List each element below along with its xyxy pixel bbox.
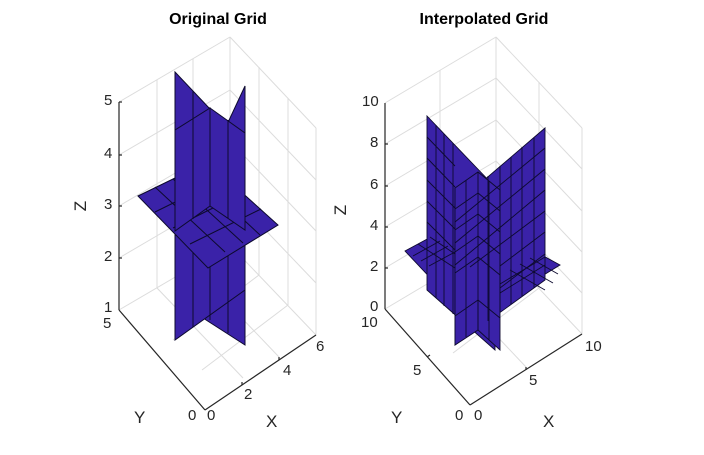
ztick: 4 — [104, 145, 113, 162]
ztick: 10 — [362, 93, 379, 110]
surface-interpolated — [404, 114, 561, 352]
ytick: 5 — [103, 315, 112, 332]
xtick: 5 — [529, 372, 538, 389]
ztick: 2 — [370, 258, 379, 275]
ytick: 10 — [361, 314, 378, 331]
xtick: 0 — [207, 407, 216, 424]
ztick: 0 — [370, 298, 379, 315]
ytick: 0 — [455, 407, 464, 424]
ztick: 1 — [104, 299, 113, 316]
xlabel-interpolated: X — [543, 412, 555, 431]
surface-original — [137, 70, 279, 346]
ytick: 5 — [413, 362, 422, 379]
ztick: 2 — [104, 248, 113, 265]
xtick: 10 — [585, 338, 602, 355]
xlabel-original: X — [266, 412, 278, 431]
xtick: 6 — [316, 338, 325, 355]
ztick: 6 — [370, 176, 379, 193]
zlabel-interpolated: Z — [331, 204, 351, 216]
ytick: 0 — [188, 407, 197, 424]
ztick: 5 — [104, 92, 113, 109]
ztick: 4 — [370, 217, 379, 234]
axis-lines-original — [118, 101, 317, 411]
axis-lines-interpolated — [384, 103, 583, 406]
ylabel-original: Y — [134, 408, 146, 427]
ylabel-interpolated: Y — [391, 408, 403, 427]
ztick: 8 — [370, 134, 379, 151]
xtick: 2 — [244, 386, 253, 403]
plot-title-original: Original Grid — [169, 11, 267, 28]
xtick: 4 — [283, 362, 292, 379]
ztick: 3 — [104, 196, 113, 213]
plot-title-interpolated: Interpolated Grid — [419, 11, 549, 28]
xtick: 0 — [474, 407, 483, 424]
